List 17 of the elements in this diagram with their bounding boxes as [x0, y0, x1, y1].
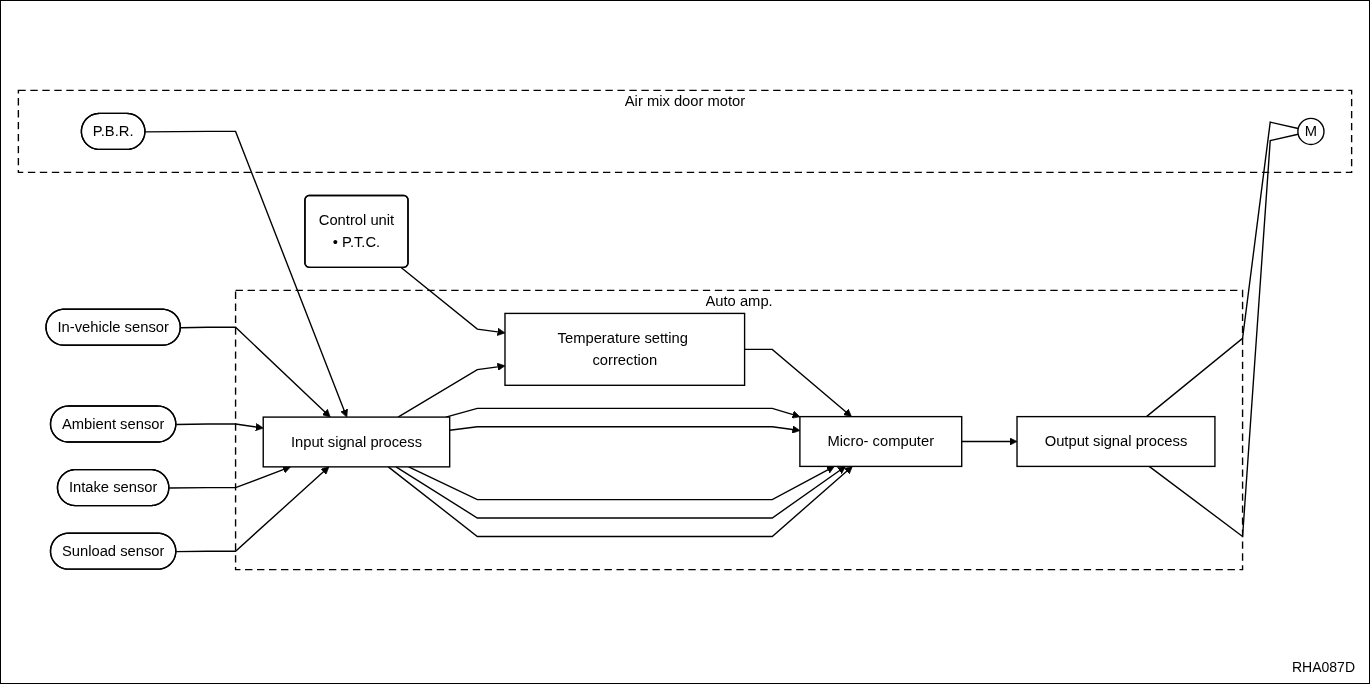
arrow [144, 130, 348, 418]
arrow [395, 466, 846, 519]
node-box: Input signal process [262, 416, 451, 468]
arrow [175, 423, 264, 432]
node-box: Output signal process [1016, 415, 1216, 468]
arrow [387, 466, 853, 538]
arrow [175, 466, 330, 553]
node-circle: M [1297, 117, 1325, 146]
arrow [168, 465, 291, 489]
node-box: Micro- computer [799, 415, 963, 468]
arrow [408, 466, 835, 501]
figure-code: RHA087D [1291, 659, 1355, 675]
arrow [180, 326, 331, 418]
connector [1148, 133, 1299, 538]
arrow [961, 437, 1018, 446]
connector [1145, 121, 1299, 418]
node-box: Temperature setting correction [504, 312, 746, 386]
